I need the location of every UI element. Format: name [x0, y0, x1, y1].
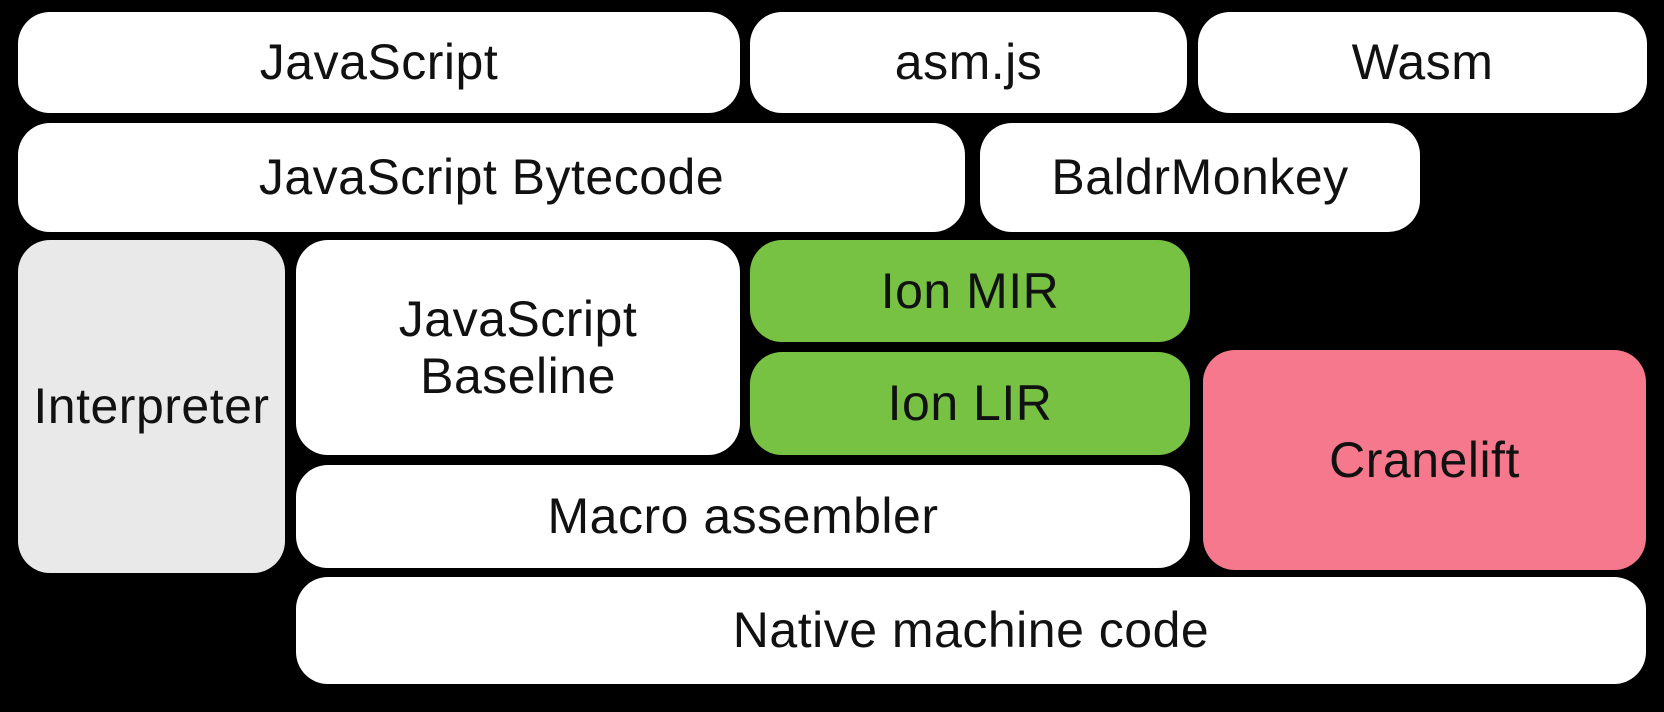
box-interpreter: Interpreter: [18, 240, 285, 573]
box-javascript-label: JavaScript: [259, 34, 499, 90]
box-native-machine-code: Native machine code: [296, 577, 1646, 684]
box-interpreter-label: Interpreter: [33, 378, 270, 434]
box-wasm-label: Wasm: [1351, 34, 1494, 90]
box-baldrmonkey: BaldrMonkey: [980, 123, 1420, 232]
box-asmjs-label: asm.js: [894, 34, 1043, 90]
box-javascript-baseline-label: JavaScript Baseline: [398, 290, 638, 404]
box-baldrmonkey-label: BaldrMonkey: [1051, 149, 1349, 205]
box-cranelift: Cranelift: [1203, 350, 1646, 570]
box-ion-mir: Ion MIR: [750, 240, 1190, 342]
box-macro-assembler: Macro assembler: [296, 465, 1190, 568]
box-macro-assembler-label: Macro assembler: [547, 488, 939, 544]
box-javascript-baseline: JavaScript Baseline: [296, 240, 740, 455]
box-ion-lir: Ion LIR: [750, 352, 1190, 455]
box-native-machine-code-label: Native machine code: [732, 602, 1210, 658]
box-javascript: JavaScript: [18, 12, 740, 113]
box-asmjs: asm.js: [750, 12, 1187, 113]
box-wasm: Wasm: [1198, 12, 1647, 113]
box-ion-lir-label: Ion LIR: [887, 375, 1053, 431]
box-cranelift-label: Cranelift: [1329, 431, 1520, 488]
box-javascript-bytecode: JavaScript Bytecode: [18, 123, 965, 232]
box-javascript-bytecode-label: JavaScript Bytecode: [258, 149, 725, 205]
box-ion-mir-label: Ion MIR: [880, 262, 1060, 319]
